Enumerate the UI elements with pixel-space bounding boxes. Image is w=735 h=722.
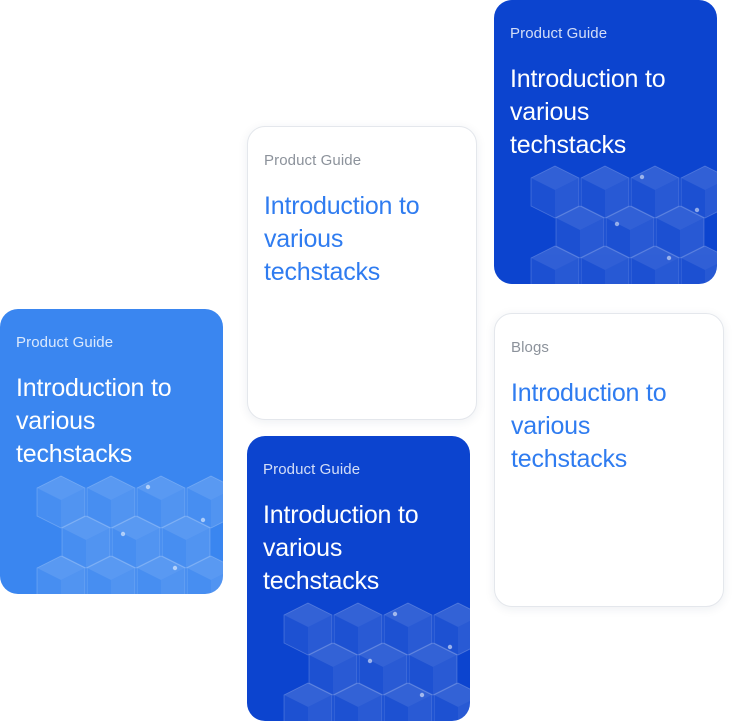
guide-card-techstacks-white[interactable]: Product Guide Introduction to various te…	[247, 126, 477, 420]
hexagon-cube-pattern-icon	[35, 472, 223, 594]
guide-card-techstacks-top-right[interactable]: Product Guide Introduction to various te…	[494, 0, 717, 284]
card-category: Product Guide	[263, 461, 361, 478]
card-title: Introduction to various techstacks	[510, 65, 666, 159]
card-category: Product Guide	[264, 152, 362, 169]
guide-card-techstacks-left[interactable]: Product Guide Introduction to various te…	[0, 309, 223, 594]
card-title: Introduction to various techstacks	[264, 192, 420, 286]
blog-card-techstacks[interactable]: Blogs Introduction to various techstacks	[494, 313, 724, 607]
card-title: Introduction to various techstacks	[16, 374, 172, 468]
card-title: Introduction to various techstacks	[511, 379, 667, 473]
card-category: Product Guide	[16, 334, 114, 351]
card-category: Product Guide	[510, 25, 608, 42]
hexagon-cube-pattern-icon	[529, 162, 717, 284]
guide-card-techstacks-bottom[interactable]: Product Guide Introduction to various te…	[247, 436, 470, 721]
hexagon-cube-pattern-icon	[282, 599, 470, 721]
card-category: Blogs	[511, 339, 550, 356]
card-title: Introduction to various techstacks	[263, 501, 419, 595]
